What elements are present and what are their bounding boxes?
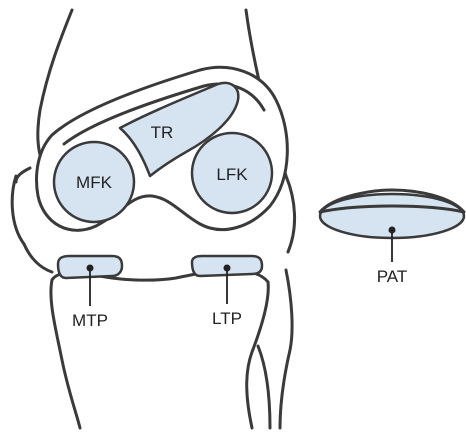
- lfk-label: LFK: [216, 165, 248, 184]
- fibula-line-1: [258, 346, 270, 428]
- mfk-label: MFK: [76, 173, 113, 192]
- femur-side-left: [16, 168, 30, 182]
- pat-label: PAT: [377, 267, 408, 286]
- tibia-left-edge: [51, 280, 80, 428]
- ltp-dot: [224, 265, 231, 272]
- fibula-line-2: [280, 270, 292, 428]
- tibia-right-edge: [247, 282, 269, 428]
- mtp-label: MTP: [72, 311, 108, 330]
- ltp-label: LTP: [212, 309, 242, 328]
- pat-dot: [389, 227, 396, 234]
- tr-label: TR: [151, 123, 174, 142]
- mtp-dot: [87, 265, 94, 272]
- joint-side-left: [24, 244, 52, 272]
